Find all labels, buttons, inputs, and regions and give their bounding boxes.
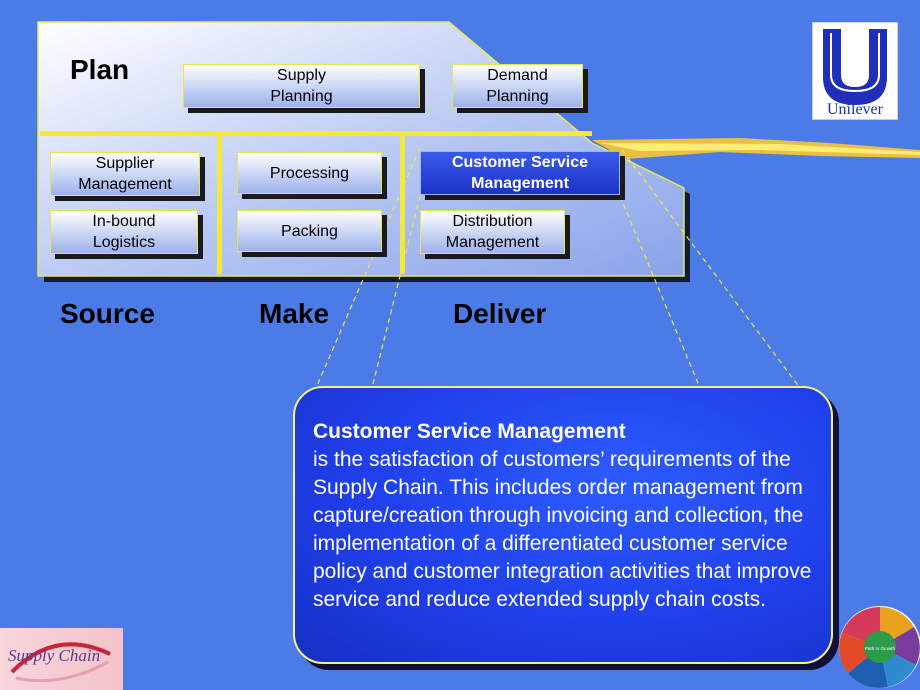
definition-callout: Customer Service Management is the satis… <box>293 386 833 664</box>
unilever-logo: Unilever <box>812 22 898 120</box>
make-deliver-divider <box>400 131 405 274</box>
swoosh-icon <box>10 642 111 683</box>
path-to-growth-wheel-icon: Path to Growth <box>839 606 920 688</box>
supplier-management-box[interactable]: Supplier Management <box>50 152 200 196</box>
packing-box[interactable]: Packing <box>237 210 382 252</box>
supply-chain-wordmark: Supply Chain <box>8 646 101 665</box>
wheel-center-label: Path to Growth <box>865 646 896 651</box>
deliver-label: Deliver <box>453 298 547 329</box>
source-make-divider <box>217 131 222 274</box>
plan-divider <box>40 131 592 136</box>
customer-service-management-box[interactable]: Customer Service Management <box>420 151 620 195</box>
callout-title: Customer Service Management <box>313 420 626 443</box>
unilever-wordmark: Unilever <box>827 101 883 118</box>
callout-connectors <box>315 147 801 389</box>
supply-planning-box[interactable]: Supply Planning <box>183 64 420 108</box>
plan-label: Plan <box>70 54 130 85</box>
demand-planning-box[interactable]: Demand Planning <box>452 64 583 108</box>
distribution-management-box[interactable]: Distribution Management <box>420 210 565 254</box>
logo-streak-highlight <box>600 143 920 155</box>
callout-body: is the satisfaction of customers’ requir… <box>313 448 812 611</box>
unilever-u-icon <box>823 29 887 105</box>
processing-box[interactable]: Processing <box>237 152 382 194</box>
source-label: Source <box>60 298 155 329</box>
make-label: Make <box>259 298 330 329</box>
supply-chain-logo: Supply Chain <box>0 628 123 690</box>
inbound-logistics-box[interactable]: In-bound Logistics <box>50 210 198 254</box>
